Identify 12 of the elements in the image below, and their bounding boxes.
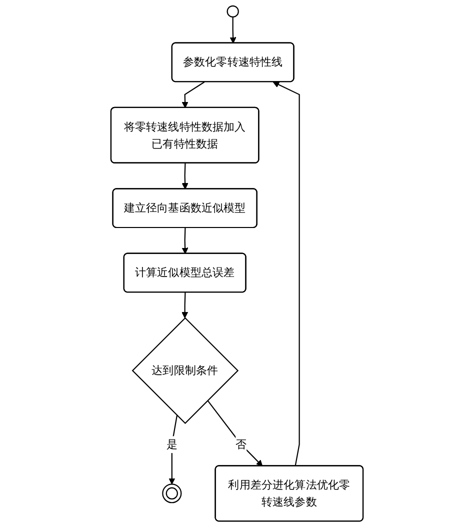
- arrow: [182, 82, 205, 108]
- arrow: [207, 400, 263, 466]
- node-diamond: 达到限制条件: [132, 317, 239, 424]
- arrow: [230, 17, 236, 44]
- edge-label: 否: [236, 438, 247, 451]
- node-circle: [226, 5, 239, 18]
- arrow: [272, 82, 300, 466]
- node-circle: [162, 484, 182, 504]
- arrow: [182, 163, 188, 190]
- arrow: [182, 228, 188, 254]
- arrow: [182, 292, 188, 318]
- edge-label: 是: [166, 438, 178, 451]
